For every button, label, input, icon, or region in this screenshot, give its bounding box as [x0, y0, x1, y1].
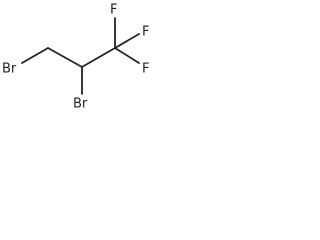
bond-c1-c2	[47, 47, 83, 68]
bond-c3-f2	[114, 33, 140, 49]
atom-f-top: F	[110, 3, 117, 18]
bond-c3-f3	[114, 47, 140, 64]
atom-f-right-upper: F	[142, 25, 149, 40]
atom-f-right-lower: F	[142, 62, 149, 77]
structural-formula: Br Br F F F	[2, 3, 149, 112]
bond-br1-c1	[21, 47, 49, 64]
atom-br-left: Br	[2, 62, 17, 77]
bond-c2-c3	[81, 47, 116, 68]
atom-br-bottom: Br	[73, 97, 88, 112]
